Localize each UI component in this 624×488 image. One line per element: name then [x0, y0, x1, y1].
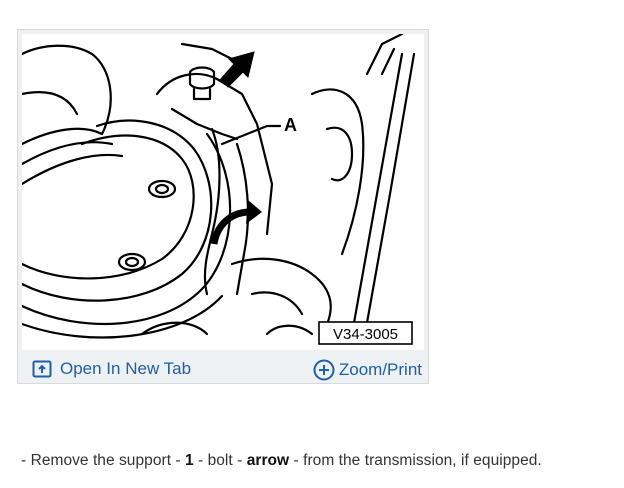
zoom-print-label: Zoom/Print [338, 360, 422, 379]
instruction-text-3: - from the transmission, if equipped. [293, 452, 542, 469]
figure-footer: Open In New Tab Zoom/Print [18, 351, 428, 383]
instruction-emphasis: arrow [246, 452, 290, 469]
zoom-print-link[interactable]: Zoom/Print [313, 359, 422, 381]
diagram-drawing: A V34-3005 [22, 34, 416, 345]
instruction-bullet: - [21, 452, 27, 469]
open-in-new-tab-link[interactable]: Open In New Tab [32, 359, 191, 379]
open-in-new-tab-label: Open In New Tab [60, 359, 192, 378]
instruction-text-2: - bolt - [198, 452, 243, 469]
instruction-item-number: 1 [184, 452, 194, 469]
open-new-tab-icon [32, 360, 52, 378]
figure-card: A V34-3005 Open In New Tab Zoom/P [17, 29, 429, 384]
instruction-text-1: Remove the support - [30, 452, 181, 469]
instruction-step: - Remove the support - 1 - bolt - arrow … [21, 452, 542, 470]
rotation-arrow [210, 200, 262, 245]
technical-diagram[interactable]: A V34-3005 [22, 34, 424, 350]
diagram-reference-code: V34-3005 [333, 326, 398, 343]
diagram-label-a: A [284, 115, 297, 135]
arrow-indicator [219, 51, 255, 88]
zoom-plus-icon [313, 359, 335, 381]
